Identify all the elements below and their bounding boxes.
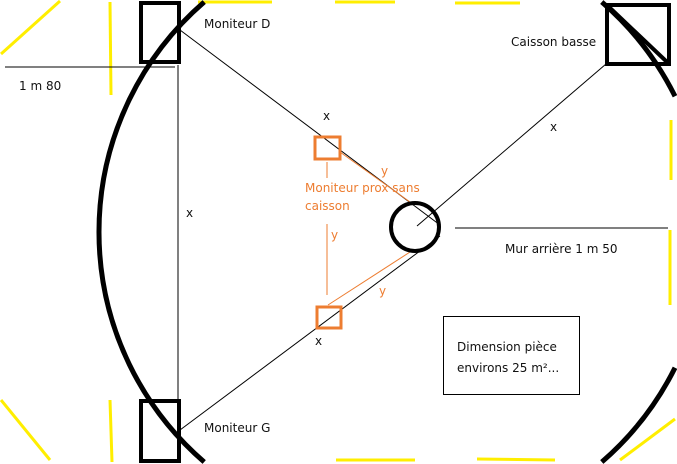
subwoofer-box	[605, 3, 671, 66]
geometry-lines	[5, 29, 668, 431]
monitor-g-box	[139, 399, 181, 463]
near-monitor-label-1: Moniteur prox sans	[305, 181, 420, 195]
y-mark: y	[379, 284, 386, 298]
y-mark: y	[381, 164, 388, 178]
monitor-d-box	[139, 1, 181, 64]
note-box	[443, 316, 580, 395]
note-line-2: environs 25 m²...	[457, 361, 559, 375]
near-monitors	[313, 135, 411, 330]
x-mark: x	[323, 109, 330, 123]
line-subwoofer	[416, 63, 607, 227]
listening-arc	[96, 0, 677, 464]
note-line-1: Dimension pièce	[457, 340, 557, 354]
x-mark: x	[186, 206, 193, 220]
monitor-g-label: Moniteur G	[204, 421, 270, 435]
listening-arc-bottom-right	[600, 366, 677, 464]
near-monitor-label-2: caisson	[305, 199, 350, 213]
x-mark: x	[550, 120, 557, 134]
listening-arc-top-right	[600, 0, 677, 98]
monitor-d-label: Moniteur D	[204, 17, 270, 31]
x-mark: x	[315, 334, 322, 348]
subwoofer-label: Caisson basse	[511, 35, 596, 49]
y-mark: y	[331, 228, 338, 242]
near-monitor-left	[315, 305, 343, 330]
line-monitor-g	[179, 235, 441, 431]
listening-arc-left	[96, 0, 206, 464]
near-monitor-right	[313, 135, 342, 161]
rear-wall-label: Mur arrière 1 m 50	[505, 242, 618, 256]
listener-position	[389, 201, 441, 253]
side-distance-label: 1 m 80	[19, 79, 61, 93]
subwoofer-diagonal	[607, 5, 669, 64]
